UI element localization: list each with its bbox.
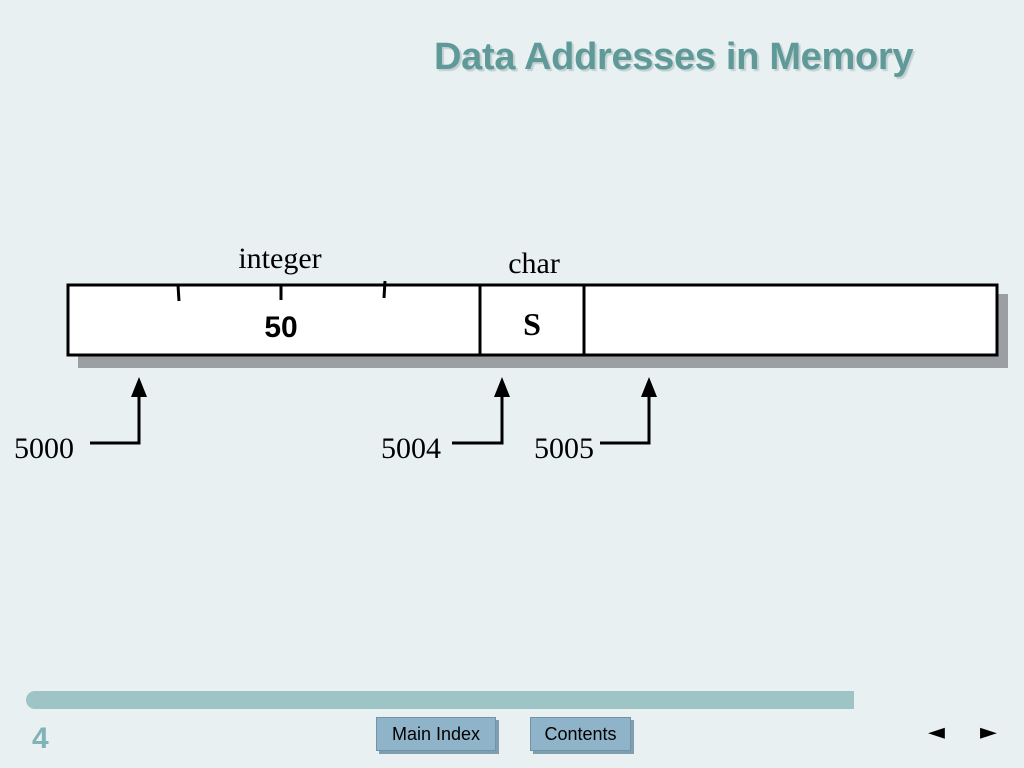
previous-slide-icon[interactable]: ◄ — [928, 720, 945, 745]
footer-bar — [26, 691, 854, 709]
byte-tick-1 — [176, 284, 181, 302]
slide-title: Data Addresses in Memory — [434, 36, 914, 78]
char-value: S — [523, 306, 541, 342]
next-slide-icon[interactable]: ► — [980, 720, 997, 745]
address-5004: 5004 — [381, 432, 441, 465]
main-index-button[interactable]: Main Index — [376, 717, 496, 751]
char-label: char — [508, 247, 560, 280]
address-5000: 5000 — [14, 432, 74, 465]
pointer-arrow-5000 — [90, 377, 147, 445]
pointer-arrow-5005 — [600, 377, 657, 445]
integer-value: 50 — [264, 311, 297, 344]
pointer-arrow-5004 — [452, 377, 510, 445]
address-5005: 5005 — [534, 432, 594, 465]
byte-tick-3 — [382, 280, 387, 299]
contents-button[interactable]: Contents — [530, 717, 631, 751]
memory-diagram: integer char 50 S 5000 5004 5005 — [14, 242, 1008, 465]
page-number: 4 — [32, 722, 49, 755]
memory-block — [66, 283, 999, 357]
integer-label: integer — [238, 242, 321, 275]
